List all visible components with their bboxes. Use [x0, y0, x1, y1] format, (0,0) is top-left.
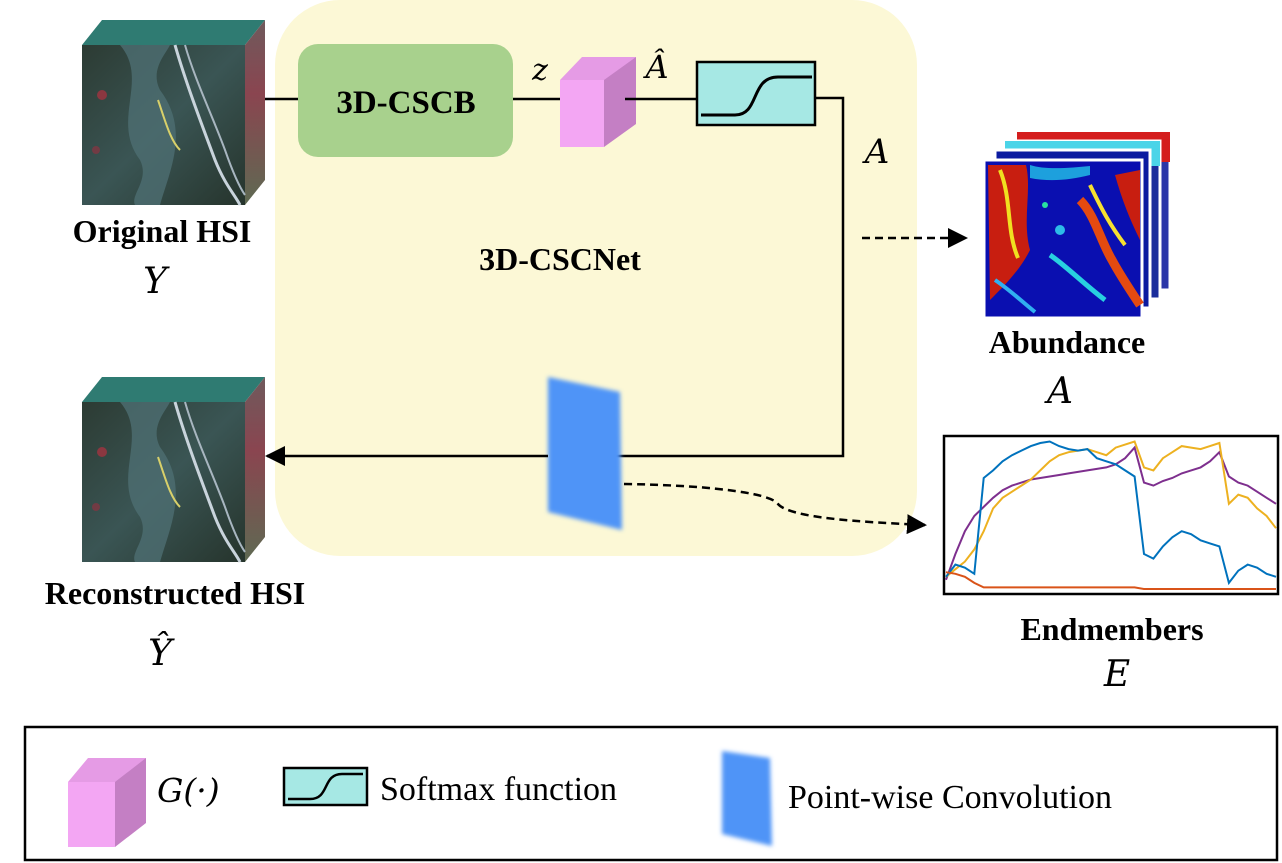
a-symbol: A — [862, 132, 890, 172]
original-hsi-cube — [82, 20, 265, 206]
abundance-symbol: A — [1044, 371, 1073, 412]
endmember-spectrum-4 — [945, 571, 1276, 590]
legend: G(·) Softmax function Point-wise Convolu… — [23, 725, 1279, 862]
z-symbol: z — [531, 53, 548, 88]
cscb-label: 3D-CSCB — [336, 85, 475, 121]
endmember-spectrum-2 — [945, 440, 1277, 578]
network-name: 3D-CSCNet — [479, 241, 641, 277]
a-hat-symbol: Â — [642, 48, 668, 86]
legend-pointwise-label: Point-wise Convolution — [788, 779, 1112, 816]
abundance-label: Abundance — [989, 324, 1146, 360]
legend-g-label: G(·) — [157, 771, 220, 810]
reconstructed-hsi-symbol: Ŷ — [148, 632, 175, 674]
endmember-spectrum-3 — [945, 440, 1277, 586]
original-hsi-label: Original HSI — [73, 213, 252, 249]
legend-softmax-icon — [282, 766, 369, 807]
endmembers-symbol: E — [1103, 654, 1130, 695]
a-connector — [583, 96, 845, 458]
reconstructed-hsi-cube — [82, 377, 265, 563]
softmax-box — [695, 60, 817, 127]
g-cube — [560, 57, 636, 147]
arrow-to-endmembers — [623, 482, 927, 535]
original-hsi-symbol: Y — [143, 261, 170, 302]
legend-softmax-label: Softmax function — [380, 771, 617, 808]
abundance-maps — [982, 130, 1172, 320]
cscb-block — [298, 44, 513, 157]
reconstructed-hsi-label: Reconstructed HSI — [45, 575, 305, 611]
endmembers-plot — [942, 434, 1280, 596]
endmembers-label: Endmembers — [1020, 611, 1203, 647]
legend-pointwise-icon — [722, 751, 772, 846]
legend-g-cube — [68, 758, 146, 847]
pointwise-conv-block — [548, 377, 622, 530]
